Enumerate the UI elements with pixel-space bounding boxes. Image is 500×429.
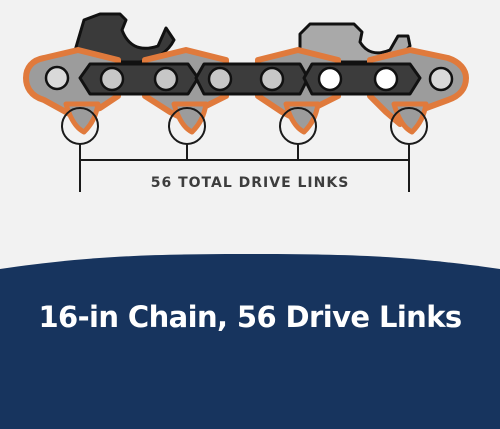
rivet	[153, 66, 179, 92]
drive-links-count-label: 56 TOTAL DRIVE LINKS	[150, 175, 350, 191]
drive-tang-3	[283, 101, 321, 135]
rivet	[317, 66, 343, 92]
rivet	[428, 66, 454, 92]
rivet	[259, 66, 285, 92]
rivet	[99, 66, 125, 92]
rivets	[44, 65, 454, 92]
banner-background	[0, 254, 500, 429]
drive-link-markers	[61, 107, 428, 192]
rivet	[44, 65, 70, 91]
rivet	[207, 66, 233, 92]
center-link-1	[78, 62, 200, 96]
banner-title: 16-in Chain, 56 Drive Links	[38, 300, 462, 334]
rivet	[373, 66, 399, 92]
center-links	[78, 62, 422, 96]
